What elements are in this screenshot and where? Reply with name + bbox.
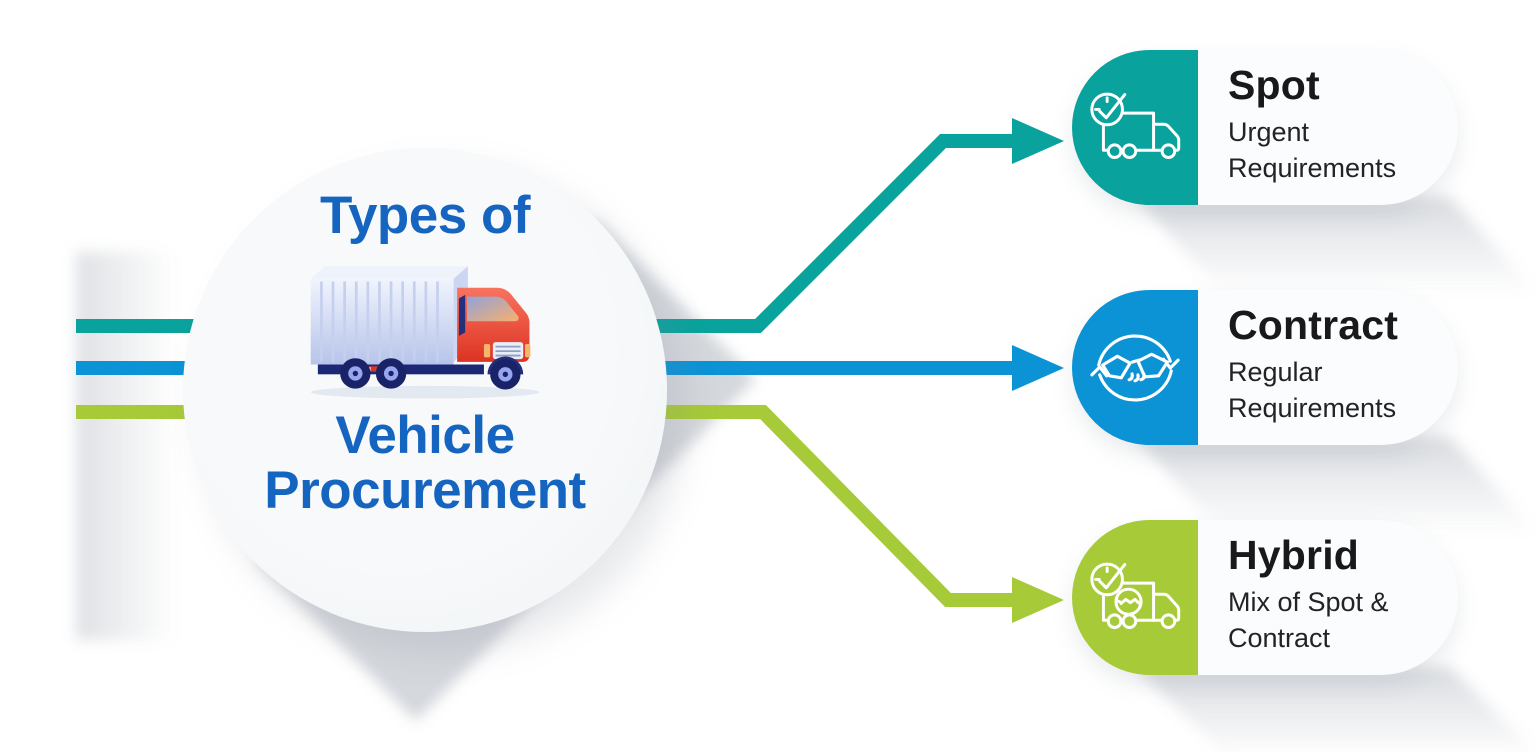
spot-subtitle: Urgent Requirements: [1228, 117, 1397, 184]
contract-subtitle: Regular Requirements: [1228, 357, 1397, 424]
hub-title-line3: Procurement: [264, 461, 586, 521]
hub-circle: Types of: [183, 148, 667, 632]
spot-title: Spot: [1228, 62, 1320, 108]
hub-title-line2: Vehicle: [335, 406, 515, 466]
feeder-bar-green: [76, 405, 206, 419]
feeder-bar-blue: [76, 361, 206, 375]
truck-illustration: [310, 266, 540, 399]
hybrid-subtitle: Mix of Spot & Contract: [1228, 587, 1389, 654]
contract-arrowhead: [1012, 345, 1064, 391]
hub-title-top: Types of: [320, 186, 531, 245]
card-spot: Spot Urgent Requirements: [1072, 50, 1458, 205]
spot-icon-section: [1072, 50, 1198, 205]
hybrid-connector-arrow: [600, 405, 1064, 623]
spot-arrowhead: [1012, 118, 1064, 164]
contract-icon-section: [1072, 290, 1198, 445]
hybrid-title: Hybrid: [1228, 532, 1360, 578]
card-contract: Contract Regular Requirements: [1072, 290, 1458, 445]
feeder-bar-teal: [76, 319, 206, 333]
contract-title: Contract: [1228, 302, 1399, 348]
hybrid-arrowhead: [1012, 577, 1064, 623]
spot-connector-arrow: [600, 118, 1064, 333]
contract-connector-arrow: [600, 345, 1064, 391]
card-hybrid: Hybrid Mix of Spot & Contract: [1072, 520, 1458, 675]
clock-check-handshake-truck-icon: [1090, 562, 1181, 629]
handshake-cycle-icon: [1090, 333, 1180, 402]
hybrid-icon-section: [1072, 520, 1198, 675]
clock-check-truck-icon: [1090, 92, 1181, 159]
